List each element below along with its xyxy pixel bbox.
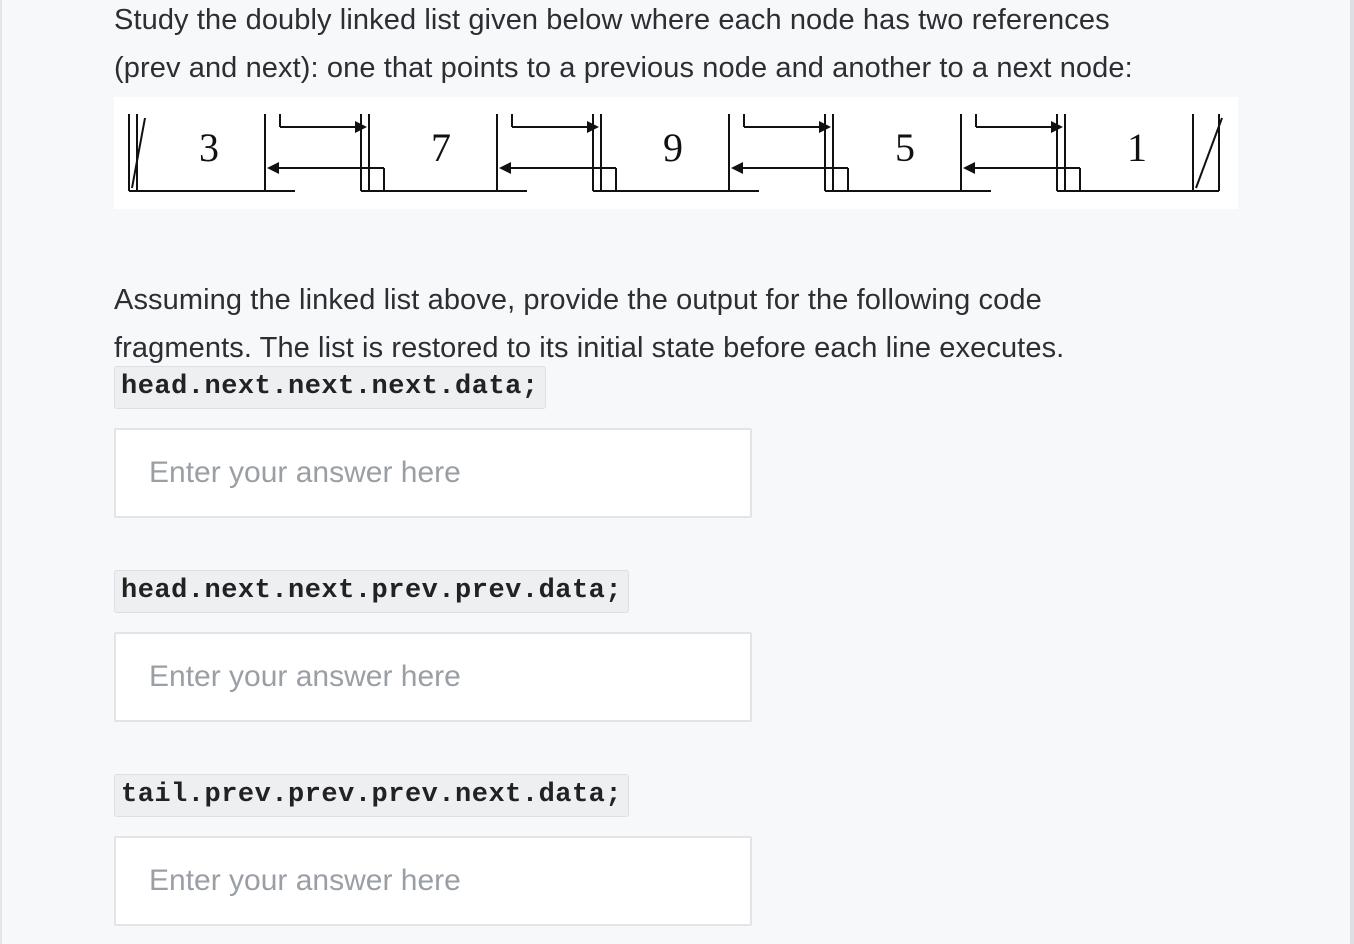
tail-null-slash <box>1195 117 1223 189</box>
prev-arrow-3-head <box>731 162 743 174</box>
list-structure <box>128 114 1223 192</box>
code-fragment-2: head.next.next.prev.prev.data; <box>114 570 630 613</box>
code-fragment-2-text: head.next.next.prev.prev.data; <box>114 570 630 613</box>
intro-line-1: Study the doubly linked list given below… <box>114 4 1110 36</box>
prev-arrow-1-head <box>267 162 279 174</box>
instructions-text: Assuming the linked list above, provide … <box>114 276 1238 372</box>
node-5-value: 1 <box>1127 125 1147 170</box>
answer-input-3[interactable] <box>114 836 752 926</box>
instructions-line-1: Assuming the linked list above, provide … <box>114 284 1042 316</box>
next-arrow-2-head <box>587 121 599 133</box>
intro-line-2: (prev and next): one that points to a pr… <box>114 52 1133 84</box>
code-fragment-1-text: head.next.next.next.data; <box>114 366 546 409</box>
intro-text: Study the doubly linked list given below… <box>114 0 1238 92</box>
question-content: Study the doubly linked list given below… <box>114 0 1238 926</box>
head-null-slash <box>131 117 146 189</box>
next-arrow-1-head <box>355 121 367 133</box>
doubly-linked-list-diagram: 3 7 9 5 1 <box>114 97 1238 209</box>
node-values: 3 7 9 5 1 <box>199 125 1147 170</box>
next-arrow-3-head <box>819 121 831 133</box>
answer-input-2[interactable] <box>114 632 752 722</box>
prev-arrow-2-head <box>499 162 511 174</box>
instructions-line-2: fragments. The list is restored to its i… <box>114 332 1065 364</box>
next-arrow-4-head <box>1051 121 1063 133</box>
node-1-value: 3 <box>199 125 219 170</box>
code-fragment-3-text: tail.prev.prev.prev.next.data; <box>114 774 630 817</box>
answer-input-1[interactable] <box>114 428 752 518</box>
node-4-value: 5 <box>895 125 915 170</box>
prev-arrow-4-head <box>963 162 975 174</box>
code-fragment-1: head.next.next.next.data; <box>114 366 546 409</box>
page-scrollbar-track[interactable] <box>1350 0 1354 944</box>
page-left-border <box>0 0 2 944</box>
code-fragment-3: tail.prev.prev.prev.next.data; <box>114 774 630 817</box>
node-2-value: 7 <box>431 125 451 170</box>
node-3-value: 9 <box>663 125 683 170</box>
